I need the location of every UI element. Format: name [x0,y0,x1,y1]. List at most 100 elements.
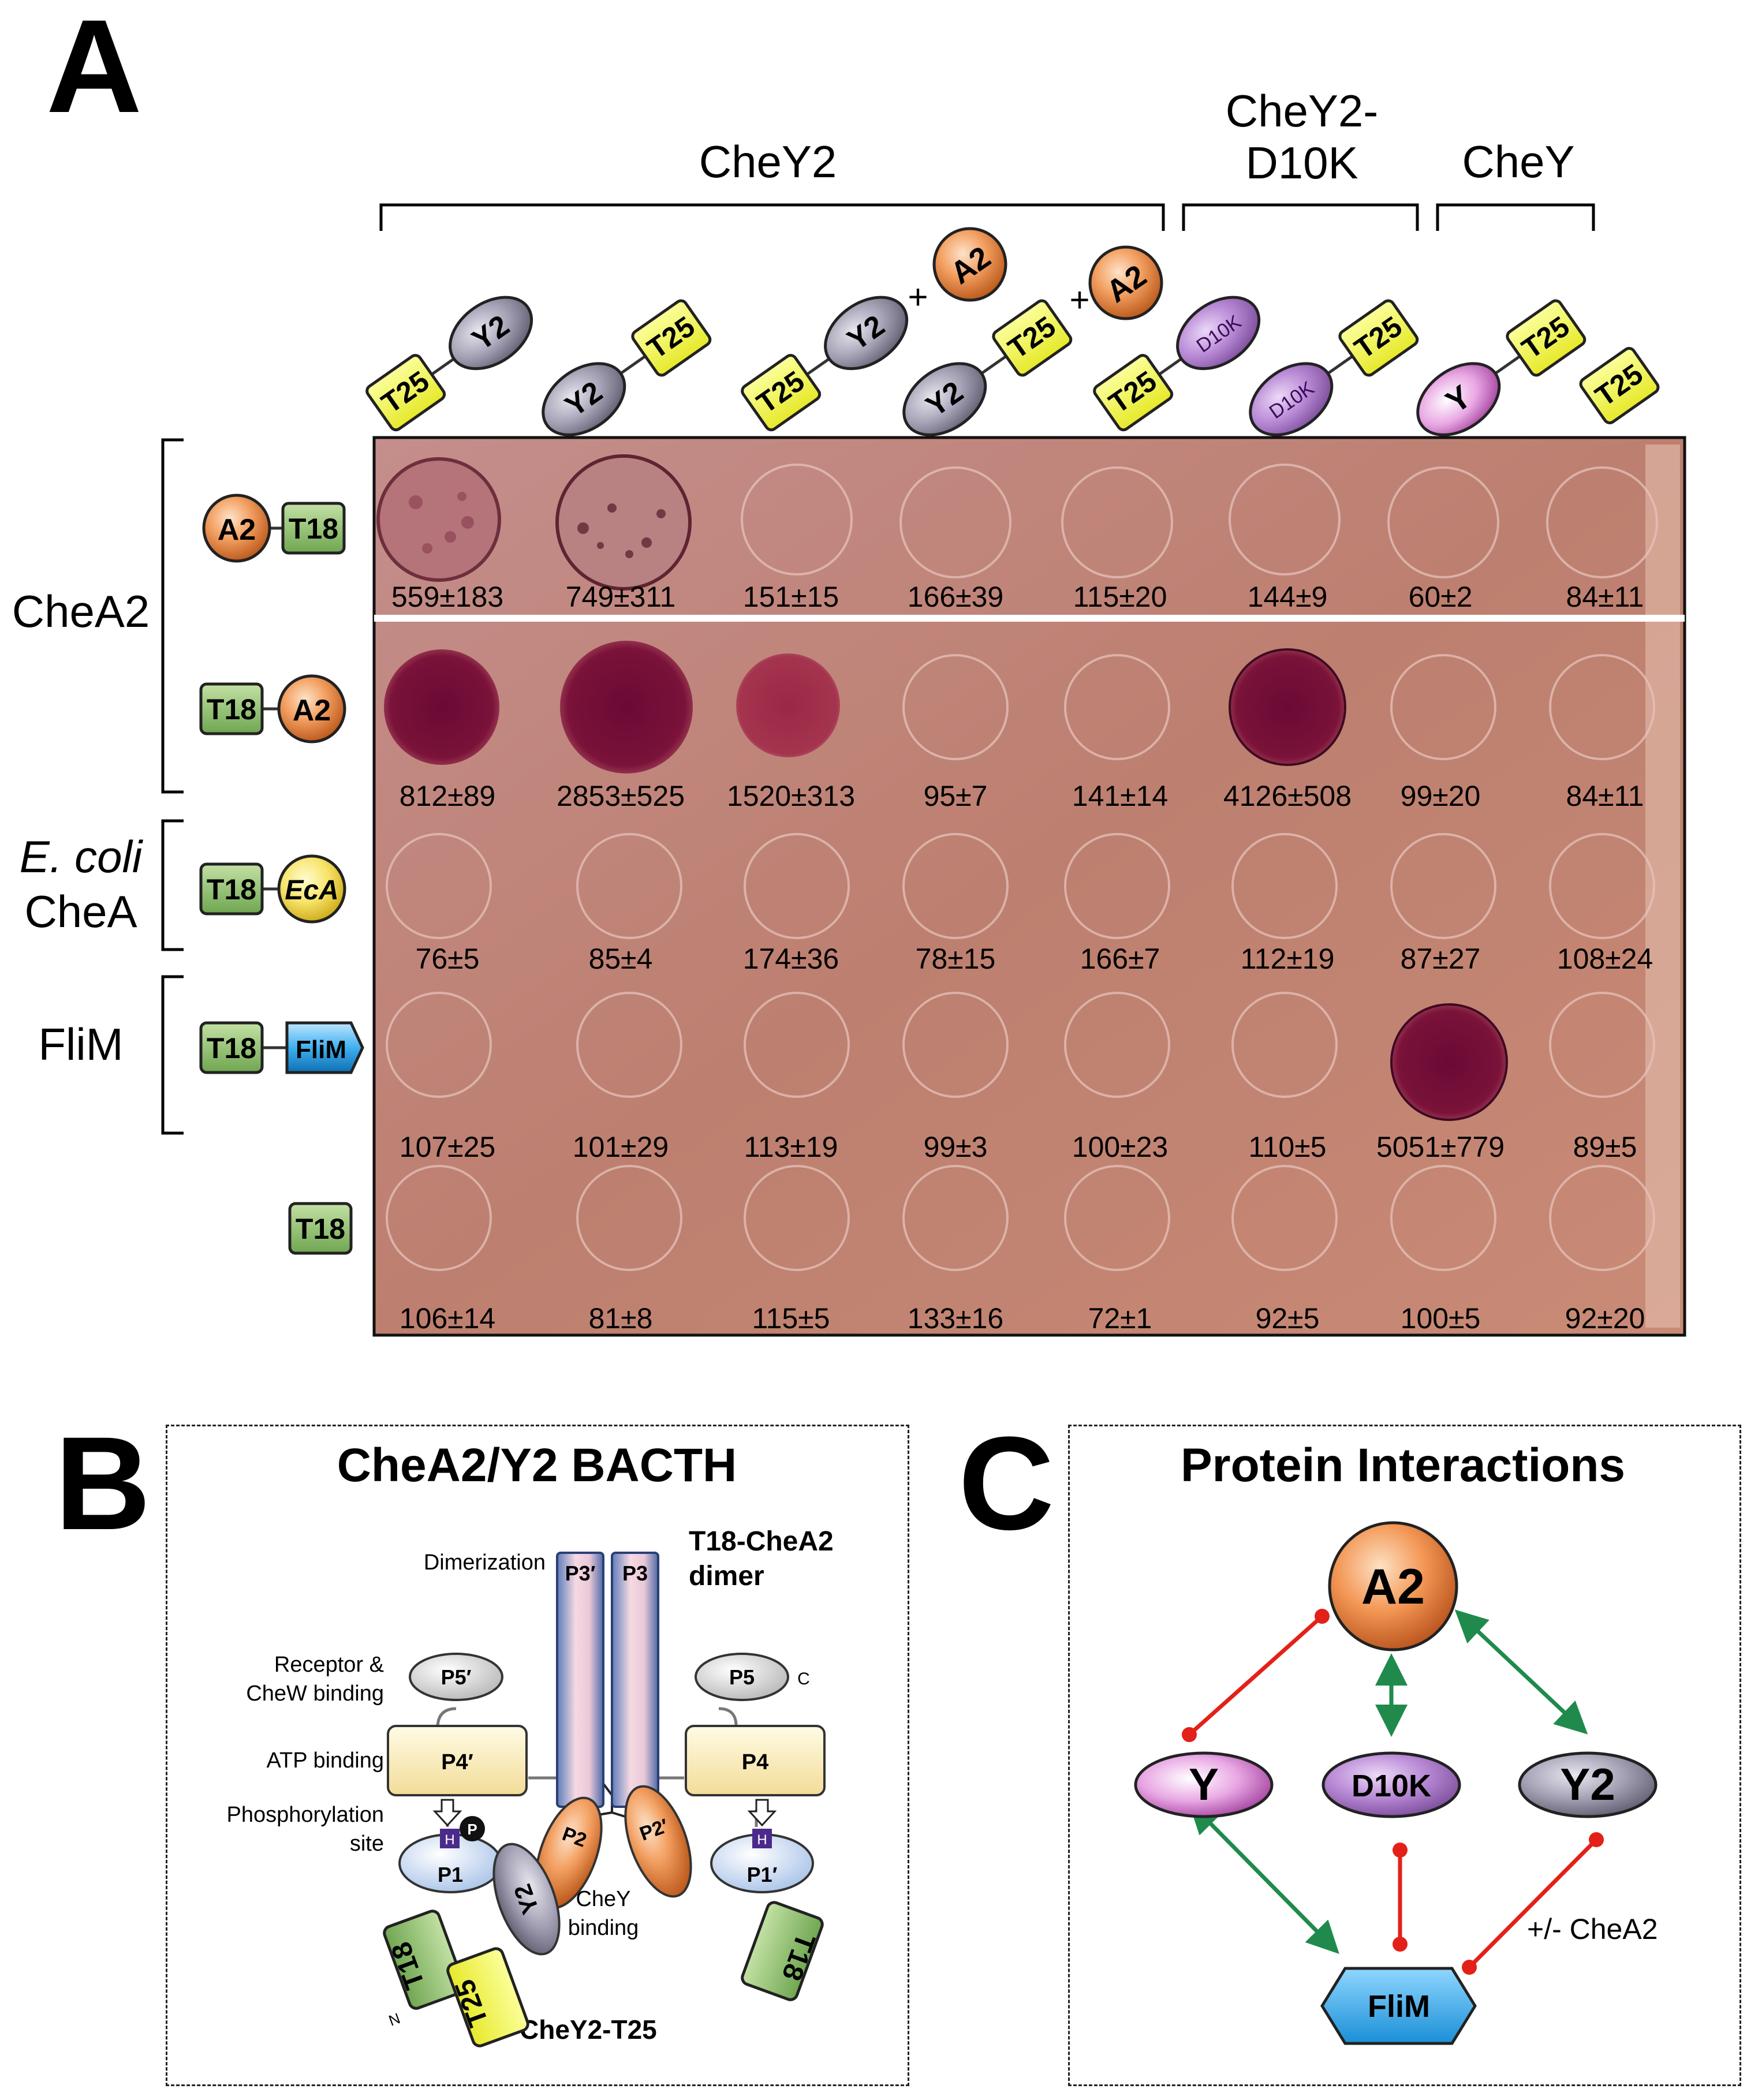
phosphate-icon [460,1816,485,1841]
value-cell: 78±15 [915,943,996,975]
column-construct-7: Y T25 [1416,299,1587,436]
row1-b-label: T18 [289,513,338,545]
phosphorylation-label-2: site [349,1832,384,1856]
left-bracket-flim [161,975,184,1135]
value-cell: 95±7 [923,780,988,812]
svg-text:H: H [757,1832,767,1848]
value-cell: 89±5 [1573,1131,1637,1163]
value-cell: 108±24 [1556,943,1653,975]
value-cell: 141±14 [1072,780,1169,812]
domain-p5-prime [409,1653,503,1701]
panel-c-letter: C [958,1409,1055,1557]
node-flim: FliM [1320,1967,1477,2045]
arrow-down-icon [432,1799,462,1827]
histidine-icon [752,1829,772,1848]
row-group-ecoli: E. coli [19,831,143,882]
group-label-chey: CheY [1462,136,1575,187]
value-cell: 99±3 [923,1131,988,1163]
dimerization-label: Dimerization [423,1550,546,1575]
svg-text:P4′: P4′ [441,1750,473,1774]
row2-b-label: A2 [293,694,331,727]
value-cell: 85±4 [588,943,653,975]
agar-plate [372,436,1686,1337]
domain-t18-left: T18 [383,1910,466,2010]
value-cell: 60±2 [1408,581,1473,613]
column-construct-2: Y2 T25 [542,299,712,436]
value-cell: 1520±313 [726,780,856,812]
colony-row1-col1 [376,457,501,582]
value-cell: 144±9 [1247,581,1328,613]
arrow-down-icon [747,1799,777,1827]
edge-y-flim [1188,1801,1339,1954]
svg-text:C: C [797,1669,810,1688]
row2-a-label: T18 [207,693,256,726]
svg-text:P5′: P5′ [441,1665,472,1689]
atp-binding-label: ATP binding [266,1748,384,1773]
domain-p4 [685,1725,826,1796]
value-cell: 72±1 [1088,1302,1152,1335]
svg-text:Y2: Y2 [1560,1759,1615,1810]
value-cell: 84±11 [1566,581,1644,613]
top-bracket-chey [1436,203,1595,231]
plus-sign-2: + [1069,281,1089,319]
svg-text:P4: P4 [742,1750,768,1774]
top-bracket-chey2 [379,203,1165,231]
plus-sign-1: + [908,278,928,316]
row3-a-label: T18 [207,873,256,906]
panel-b-title: CheA2/Y2 BACTH [337,1439,737,1492]
value-cell: 812±89 [399,780,496,812]
svg-text:P1′: P1′ [747,1863,778,1886]
receptor-label-2: CheW binding [246,1682,384,1706]
value-cell: 87±27 [1400,943,1481,975]
value-cell: 115±20 [1073,581,1167,613]
edge-a2-y [1188,1615,1324,1736]
left-bracket-ecoli [161,819,184,951]
value-cell: 113±19 [744,1131,838,1163]
value-cell: 84±11 [1566,780,1644,812]
colony-grid [386,464,1658,1271]
column-construct-5: T25 D10K [1093,296,1261,432]
chey2-t25-label: CheY2-T25 [520,2015,657,2045]
group-label-chey2-d10k-2: D10K [1245,137,1358,188]
row-construct-1: A2 T18 [202,494,346,563]
column-construct-6: D10K T25 [1249,299,1419,436]
value-cell: 166±39 [907,581,1004,613]
value-cell: 166±7 [1080,943,1160,975]
colony-row2-col6 [1229,648,1346,766]
column-construct-4: Y2 T25 [902,299,1073,436]
domain-p4-prime [387,1725,528,1796]
value-cell: 107±25 [399,1131,496,1163]
domain-p2: P2 [535,1796,603,1910]
edge-y2-flim [1468,1838,1598,1969]
svg-text:Y: Y [1189,1759,1219,1810]
group-label-chey2: CheY2 [699,136,837,187]
value-cell: 4126±508 [1223,780,1352,812]
edge-a2-y2 [1454,1609,1588,1735]
svg-text:D10K: D10K [1352,1769,1431,1803]
value-cell: 115±5 [752,1302,830,1335]
domain-y2: Y2 [492,1843,561,1956]
chey-binding-label-2: binding [568,1916,639,1940]
row3-b-label: EcA [285,875,338,906]
col3-extra-circle [932,227,1007,302]
svg-text:P3′: P3′ [565,1561,596,1585]
value-cell: 112±19 [1240,943,1335,975]
value-cell: 151±15 [742,581,839,613]
panel-c-title: Protein Interactions [1180,1439,1626,1492]
value-cell: 76±5 [415,943,480,975]
value-cell: 174±36 [742,943,839,975]
value-cell: 106±14 [399,1302,496,1335]
panel-b-box [166,1425,909,2086]
svg-text:FliM: FliM [1368,1989,1430,2024]
colony-row2-col1 [384,649,499,765]
svg-text:P: P [467,1821,477,1838]
svg-text:P3: P3 [622,1561,648,1585]
colony-row2-col3 [736,653,840,757]
chea2-note: +/- CheA2 [1527,1913,1658,1945]
value-cell: 5051±779 [1376,1131,1505,1163]
value-cell: 92±20 [1565,1302,1645,1335]
row5-a-label: T18 [296,1213,345,1245]
chey-binding-label-1: CheY [576,1887,631,1911]
